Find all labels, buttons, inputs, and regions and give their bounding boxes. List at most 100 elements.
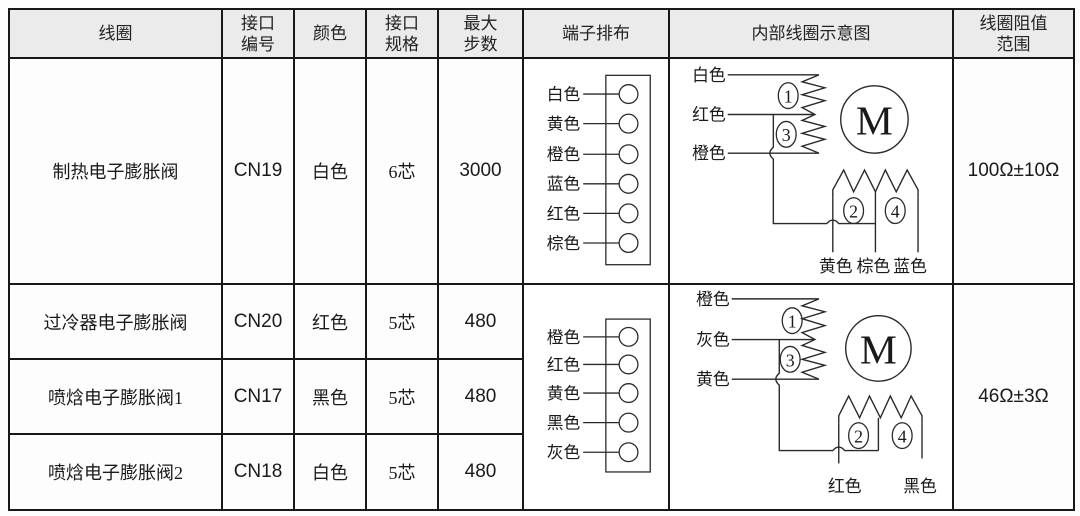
coil-diagram-5wire: 橙色 灰色 黄色 1 3 M <box>696 290 937 496</box>
motor-symbol: M <box>840 85 909 154</box>
cell-spec-1: 6芯 <box>365 57 439 285</box>
terminal-diagram-cell-group2: 橙色 红色 黄色 黑色 灰色 <box>522 283 670 511</box>
wire-label: 黄色 <box>819 257 853 276</box>
connector-body <box>605 318 651 473</box>
wire-label: 橙色 <box>696 290 730 309</box>
common-link-wire <box>775 339 879 452</box>
cell-spec-3: 5芯 <box>365 358 439 435</box>
wire-label: 黑色 <box>903 477 937 496</box>
terminal-pin <box>618 203 639 224</box>
terminal-pin <box>618 113 639 134</box>
cell-resistance-group2: 46Ω±3Ω <box>952 283 1075 511</box>
wire-label: 红色 <box>547 204 581 223</box>
cell-connector-3: CN17 <box>221 358 295 435</box>
common-link-wire <box>769 114 876 225</box>
cell-spec-4: 5芯 <box>365 433 439 511</box>
wire-label: 灰色 <box>696 330 730 349</box>
winding-coil-vertical <box>799 298 828 380</box>
winding-number: 3 <box>786 350 795 370</box>
motor-label: M <box>856 98 893 144</box>
terminal-diagram-5wire: 橙色 红色 黄色 黑色 灰色 <box>547 318 651 473</box>
cell-steps-2: 480 <box>437 283 524 360</box>
wire-label: 橙色 <box>547 328 581 347</box>
motor-circle <box>844 315 912 382</box>
table-row: 制热电子膨胀阀 CN19 白色 6芯 3000 白色 黄色 橙色 蓝色 红色 <box>8 57 1075 285</box>
cell-steps-3: 480 <box>437 358 524 435</box>
phase-a-windings: 橙色 灰色 黄色 1 3 <box>696 290 828 389</box>
cell-coil-4: 喷焓电子膨胀阀2 <box>8 433 223 511</box>
connector-body <box>605 74 651 266</box>
cell-resistance-group1: 100Ω±10Ω <box>952 57 1075 285</box>
wire-label: 红色 <box>828 477 862 496</box>
header-terminals: 端子排布 <box>522 8 670 59</box>
terminal-pin <box>618 412 639 433</box>
winding-number: 3 <box>782 125 791 145</box>
motor-circle <box>840 85 909 154</box>
table-row: 喷焓电子膨胀阀1 CN17 黑色 5芯 480 <box>8 358 1074 435</box>
terminal-pin <box>618 232 639 254</box>
header-connector-no: 接口 编号 <box>221 8 295 59</box>
coil-diagram-6wire: 白色 红色 橙色 1 3 M <box>692 66 927 276</box>
phase-b-windings: 2 4 黄色 棕色 蓝色 <box>769 114 927 276</box>
terminal-diagram-6wire: 白色 黄色 橙色 蓝色 红色 棕色 <box>547 74 651 266</box>
header-internal-diagram: 内部线圈示意图 <box>668 8 954 59</box>
cell-coil-1: 制热电子膨胀阀 <box>8 57 223 285</box>
wire-label: 红色 <box>547 355 581 374</box>
wire-label: 蓝色 <box>893 257 927 276</box>
cell-steps-4: 480 <box>437 433 524 511</box>
cell-connector-1: CN19 <box>221 57 295 285</box>
cell-spec-2: 5芯 <box>365 283 439 360</box>
header-max-steps: 最大 步数 <box>437 8 524 59</box>
wire-label: 白色 <box>692 66 726 85</box>
eev-coil-spec-table-container: 线圈 接口 编号 颜色 接口 规格 最大 步数 端子排布 内部线圈示意图 线圈阻… <box>8 8 1075 511</box>
header-row: 线圈 接口 编号 颜色 接口 规格 最大 步数 端子排布 内部线圈示意图 线圈阻… <box>8 8 1075 59</box>
winding-number-circle <box>779 345 801 373</box>
wire-label: 橙色 <box>692 144 726 163</box>
winding-number-circle <box>777 82 799 110</box>
phase-b-windings: 2 4 红色 黑色 <box>775 339 937 496</box>
motor-symbol: M <box>844 315 912 382</box>
terminal-pin <box>618 144 639 165</box>
cell-connector-4: CN18 <box>221 433 295 511</box>
terminal-pin <box>618 383 639 404</box>
terminal-pin <box>618 173 639 194</box>
cell-color-3: 黑色 <box>293 358 367 435</box>
motor-label: M <box>860 327 897 373</box>
winding-number: 4 <box>898 427 907 447</box>
phase-a-windings: 白色 红色 橙色 1 3 <box>692 66 828 163</box>
terminal-pin <box>618 354 639 375</box>
terminal-wires: 白色 黄色 橙色 蓝色 红色 棕色 <box>547 84 639 254</box>
cell-color-4: 白色 <box>293 433 367 511</box>
winding-number-circle <box>884 197 906 225</box>
cell-coil-2: 过冷器电子膨胀阀 <box>8 283 223 360</box>
eev-coil-spec-table: 线圈 接口 编号 颜色 接口 规格 最大 步数 端子排布 内部线圈示意图 线圈阻… <box>8 8 1075 511</box>
cell-steps-1: 3000 <box>437 57 524 285</box>
table-row: 过冷器电子膨胀阀 CN20 红色 5芯 480 橙色 红色 黄色 黑色 灰色 <box>8 283 1075 511</box>
header-coil: 线圈 <box>8 8 223 59</box>
winding-number-circle <box>775 120 797 148</box>
winding-number-circle <box>843 197 865 225</box>
winding-number-circle <box>848 422 870 450</box>
cell-coil-3: 喷焓电子膨胀阀1 <box>8 358 223 435</box>
cell-color-1: 白色 <box>293 57 367 285</box>
cell-connector-2: CN20 <box>221 283 295 360</box>
wire-label: 棕色 <box>857 257 891 276</box>
terminal-diagram-cell-group1: 白色 黄色 橙色 蓝色 红色 棕色 <box>522 57 670 285</box>
winding-number: 1 <box>788 312 797 332</box>
winding-number: 2 <box>849 202 858 222</box>
wire-label: 黄色 <box>547 384 581 403</box>
terminal-wires: 橙色 红色 黄色 黑色 灰色 <box>547 326 639 463</box>
wire-label: 白色 <box>547 85 581 104</box>
wire-label: 黄色 <box>696 370 730 389</box>
wire-label: 橙色 <box>547 145 581 164</box>
wire-label: 黄色 <box>547 115 581 134</box>
wire-label: 棕色 <box>547 234 581 253</box>
winding-number-circle <box>891 422 913 450</box>
wire-label: 红色 <box>692 105 726 124</box>
coil-diagram-cell-group2: 橙色 灰色 黄色 1 3 M <box>668 283 954 511</box>
terminal-pin <box>618 84 639 105</box>
winding-coil-horizontal <box>838 394 923 424</box>
terminal-pin <box>618 442 639 463</box>
table-row: 喷焓电子膨胀阀2 CN18 白色 5芯 480 <box>8 433 1074 511</box>
terminal-pin <box>618 326 639 347</box>
